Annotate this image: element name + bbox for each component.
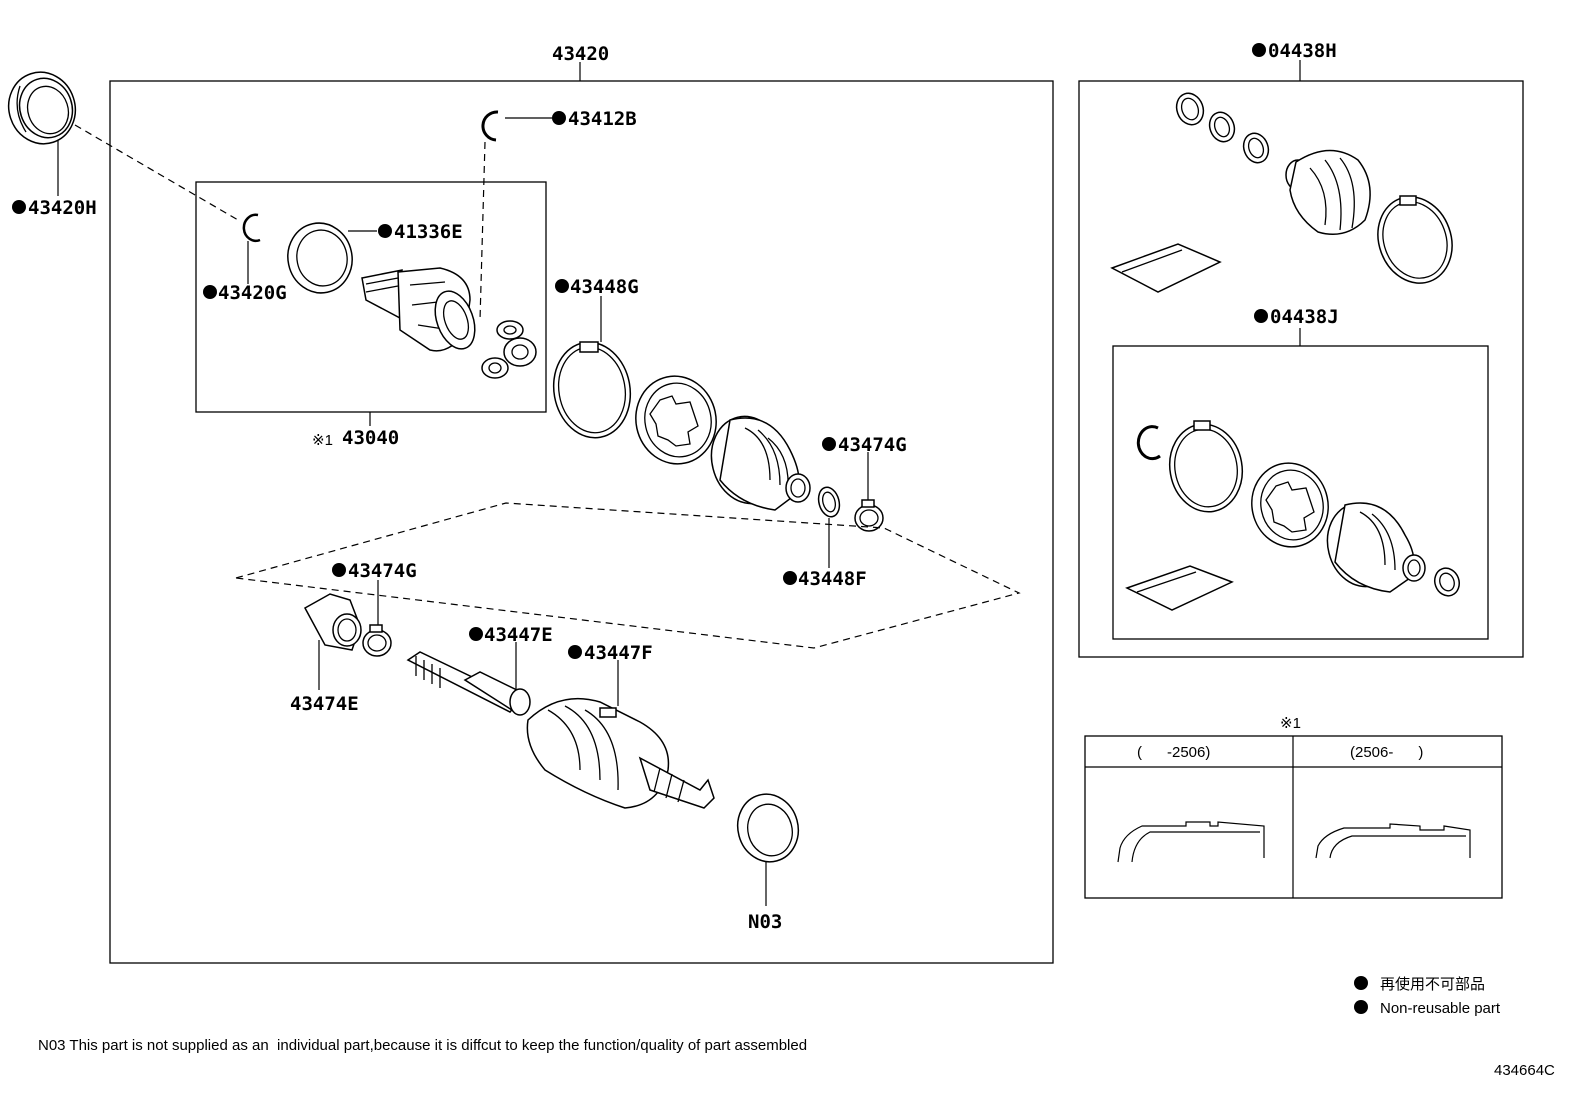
label-snap-ring-inner[interactable]: 43420G [218, 282, 287, 304]
kit-j-boot[interactable] [1319, 496, 1426, 594]
label-inner-joint-prefix: ※1 [312, 432, 333, 449]
non-reusable-dot [12, 200, 26, 214]
footnote: N03 This part is not supplied as an indi… [38, 1037, 807, 1054]
profile-early [1117, 821, 1265, 863]
kit-j-group: 04438J [1112, 306, 1489, 640]
part-n03-seal[interactable] [730, 787, 806, 868]
legend-jp: 再使用不可部品 [1380, 976, 1485, 993]
label-assembly[interactable]: 43420 [552, 43, 609, 65]
damper-group-outline [235, 502, 1021, 649]
profile-late [1315, 823, 1471, 859]
kit-h-clamp-2[interactable] [1206, 109, 1239, 145]
legend-en: Non-reusable part [1380, 1000, 1501, 1017]
kit-h-clamp-1[interactable] [1172, 90, 1207, 129]
part-clamp-small-top[interactable] [854, 499, 884, 532]
part-damper[interactable] [303, 593, 362, 651]
part-tripod[interactable] [481, 320, 537, 379]
kit-h-box [1078, 80, 1524, 658]
part-inner-joint-housing[interactable] [361, 267, 482, 354]
kit-h-clamp-large[interactable] [1366, 186, 1464, 293]
label-snap-ring-top[interactable]: 43412B [568, 108, 637, 130]
diagram-id: 434664C [1494, 1062, 1555, 1079]
label-kit-h[interactable]: 04438H [1268, 40, 1337, 62]
kit-h-grease-pack[interactable] [1110, 243, 1222, 293]
kit-j-clamp-small[interactable] [1431, 565, 1463, 600]
reference-table-mark: ※1 [1280, 715, 1301, 732]
part-clamp-damper[interactable] [362, 624, 392, 657]
part-washer[interactable] [281, 217, 358, 299]
part-shaft-clamp-f[interactable] [599, 707, 617, 718]
inner-joint-box [195, 181, 547, 413]
label-outer-seal[interactable]: 43420H [28, 197, 97, 219]
label-clamp-damper[interactable]: 43474G [348, 560, 417, 582]
legend: 再使用不可部品 Non-reusable part [1354, 976, 1501, 1017]
label-clamp-small-top[interactable]: 43474G [838, 434, 907, 456]
label-washer[interactable]: 41336E [394, 221, 463, 243]
label-damper[interactable]: 43474E [290, 693, 359, 715]
label-shaft-clamp-f[interactable]: 43447F [584, 642, 653, 664]
label-inner-joint[interactable]: 43040 [342, 427, 399, 449]
part-boot-clamp-small[interactable] [815, 485, 842, 519]
part-outer-boot[interactable] [702, 409, 811, 512]
label-kit-j[interactable]: 04438J [1270, 306, 1339, 328]
part-outer-seal[interactable] [0, 64, 85, 153]
kit-j-snap-ring[interactable] [1136, 425, 1161, 461]
part-snap-ring-top[interactable] [481, 110, 499, 142]
kit-j-insert[interactable] [1244, 456, 1336, 554]
assembly-box [109, 80, 1054, 964]
kit-j-clamp-large[interactable] [1163, 418, 1249, 517]
reference-table-col2: (2506- ) [1350, 744, 1423, 761]
label-boot-clamp-small[interactable]: 43448F [798, 568, 867, 590]
reference-table: ※1 ( -2506) (2506- ) [1084, 715, 1503, 899]
kit-h-group: 04438H [1078, 40, 1524, 658]
alignment-line [74, 124, 239, 221]
part-snap-ring-inner[interactable] [242, 213, 261, 242]
part-boot-insert[interactable] [628, 369, 725, 472]
part-drive-shaft[interactable] [406, 651, 715, 809]
inner-joint-group: ※1 43040 [195, 181, 547, 449]
label-n03[interactable]: N03 [748, 911, 782, 933]
reference-table-col1: ( -2506) [1137, 744, 1210, 761]
assembly-43420-group: 43420 [109, 43, 1054, 964]
kit-h-boot[interactable] [1285, 149, 1371, 235]
kit-h-clamp-3[interactable] [1240, 130, 1273, 166]
label-shaft-clamp-e[interactable]: 43447E [484, 624, 553, 646]
part-boot-clamp-large[interactable] [546, 336, 638, 444]
kit-j-grease-pack[interactable] [1125, 565, 1234, 611]
label-boot-clamp-large[interactable]: 43448G [570, 276, 639, 298]
